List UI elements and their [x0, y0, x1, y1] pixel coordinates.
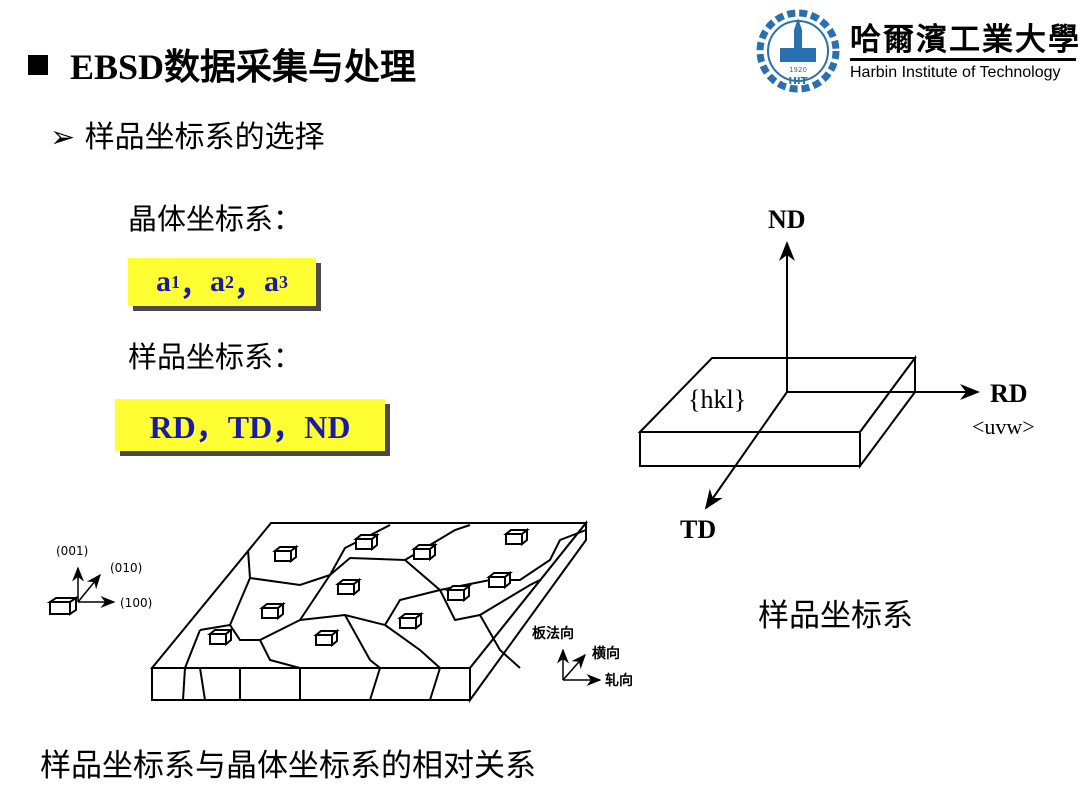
- crystal-coord-label: 晶体坐标系：: [128, 202, 303, 236]
- rolling-direction-label: 轧向: [605, 672, 633, 689]
- crystal-cubes: [46, 527, 530, 648]
- grain-structure-diagram: [149, 520, 589, 704]
- sample-coord-label: 样品坐标系：: [128, 340, 303, 374]
- slide-title: EBSD数据采集与处理: [28, 38, 416, 90]
- svg-text:1920: 1920: [789, 66, 807, 74]
- axis-010-label: (010): [110, 561, 142, 575]
- logo-chinese-name: 哈爾濱工業大學: [850, 22, 1080, 58]
- sample-axes-triad: [557, 648, 602, 686]
- axis-001-label: (001): [56, 544, 88, 558]
- td-label: TD: [680, 515, 716, 544]
- logo-english-name: Harbin Institute of Technology: [850, 64, 1061, 81]
- hit-logo-emblem: 1920 HIT: [756, 9, 840, 93]
- hkl-label: {hkl}: [688, 385, 746, 414]
- logo-divider: [850, 58, 1076, 61]
- nd-label: ND: [768, 205, 806, 234]
- uvw-label: <uvw>: [972, 414, 1035, 439]
- subtitle: ➢ 样品坐标系的选择: [50, 120, 325, 155]
- transverse-direction-label: 横向: [592, 645, 620, 662]
- title-text: EBSD数据采集与处理: [70, 47, 417, 87]
- crystal-axes-triad: [72, 566, 116, 608]
- bullet-square-icon: [28, 55, 48, 75]
- svg-text:HIT: HIT: [789, 76, 808, 87]
- normal-direction-label: 板法向: [532, 625, 574, 642]
- slab: [637, 354, 917, 470]
- rd-label: RD: [990, 379, 1028, 408]
- axis-100-label: (100): [120, 596, 152, 610]
- td-arrow: [704, 391, 788, 510]
- sample-axes-box: RD，TD，ND: [115, 399, 385, 451]
- diagram-caption: 样品坐标系: [758, 598, 913, 634]
- bottom-caption: 样品坐标系与晶体坐标系的相对关系: [40, 748, 536, 784]
